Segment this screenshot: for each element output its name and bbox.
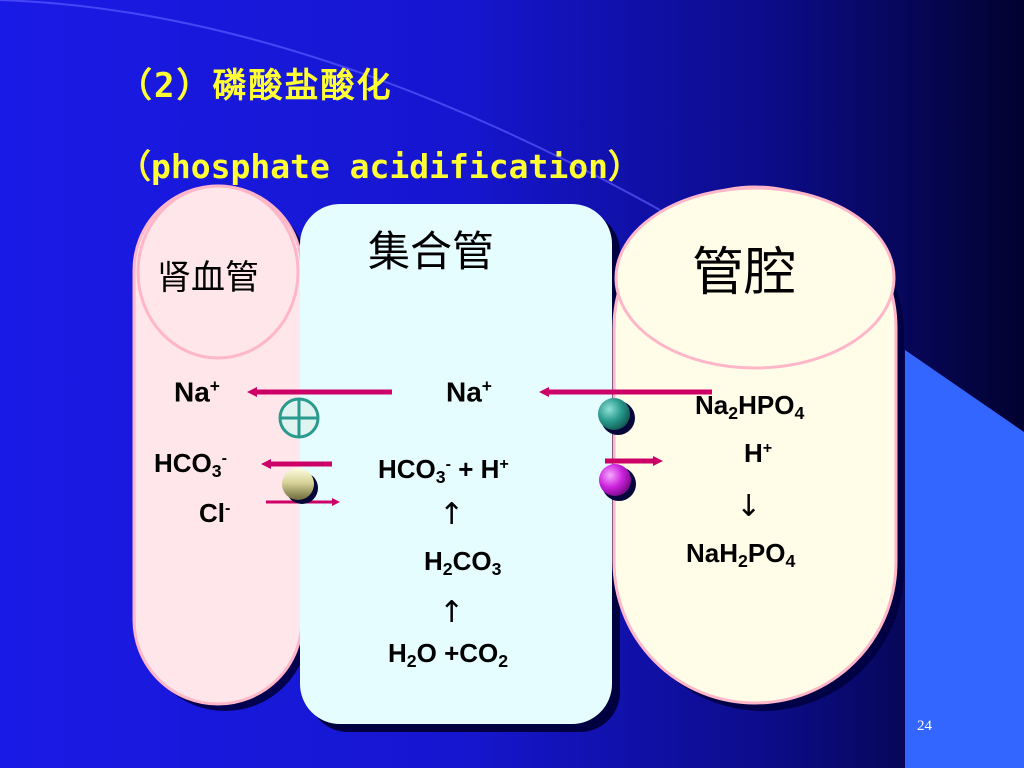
duct-reaction-hco3-h: HCO3- + H+ [378, 454, 509, 487]
collecting-duct-cell [300, 204, 620, 732]
blood-cl: Cl- [199, 498, 231, 528]
decor-panel [905, 350, 1024, 768]
arrow-up-1: ↑ [439, 497, 465, 532]
na-channel-icon [598, 398, 635, 435]
arrow-up-2: ↑ [439, 595, 465, 630]
hco3-cl-exchanger-icon [282, 468, 318, 504]
duct-na: Na+ [446, 376, 492, 408]
lumen-tube [612, 185, 904, 711]
title-line-2: （phosphate acidification） [118, 147, 641, 186]
duct-h2co3: H2CO3 [424, 546, 502, 579]
na-k-pump-icon [278, 397, 320, 439]
blood-vessel-tube [132, 184, 309, 711]
label-collecting-duct: 集合管 [368, 227, 495, 276]
title-line-1: （2）磷酸盐酸化 [118, 66, 393, 106]
blood-na: Na+ [174, 376, 220, 408]
h-pump-icon [599, 464, 636, 501]
lumen-na2hpo4: Na2HPO4 [695, 390, 805, 423]
decor-curve [0, 0, 661, 211]
page-number: 24 [917, 718, 932, 734]
lumen-nah2po4: NaH2PO4 [686, 538, 796, 571]
blood-hco3: HCO3- [154, 448, 227, 481]
label-lumen: 管腔 [692, 243, 797, 303]
label-blood-vessel: 肾血管 [157, 258, 259, 298]
duct-h2o-co2: H2O +CO2 [388, 638, 509, 671]
lumen-h: H+ [744, 438, 773, 468]
arrow-down: ↓ [736, 489, 762, 524]
